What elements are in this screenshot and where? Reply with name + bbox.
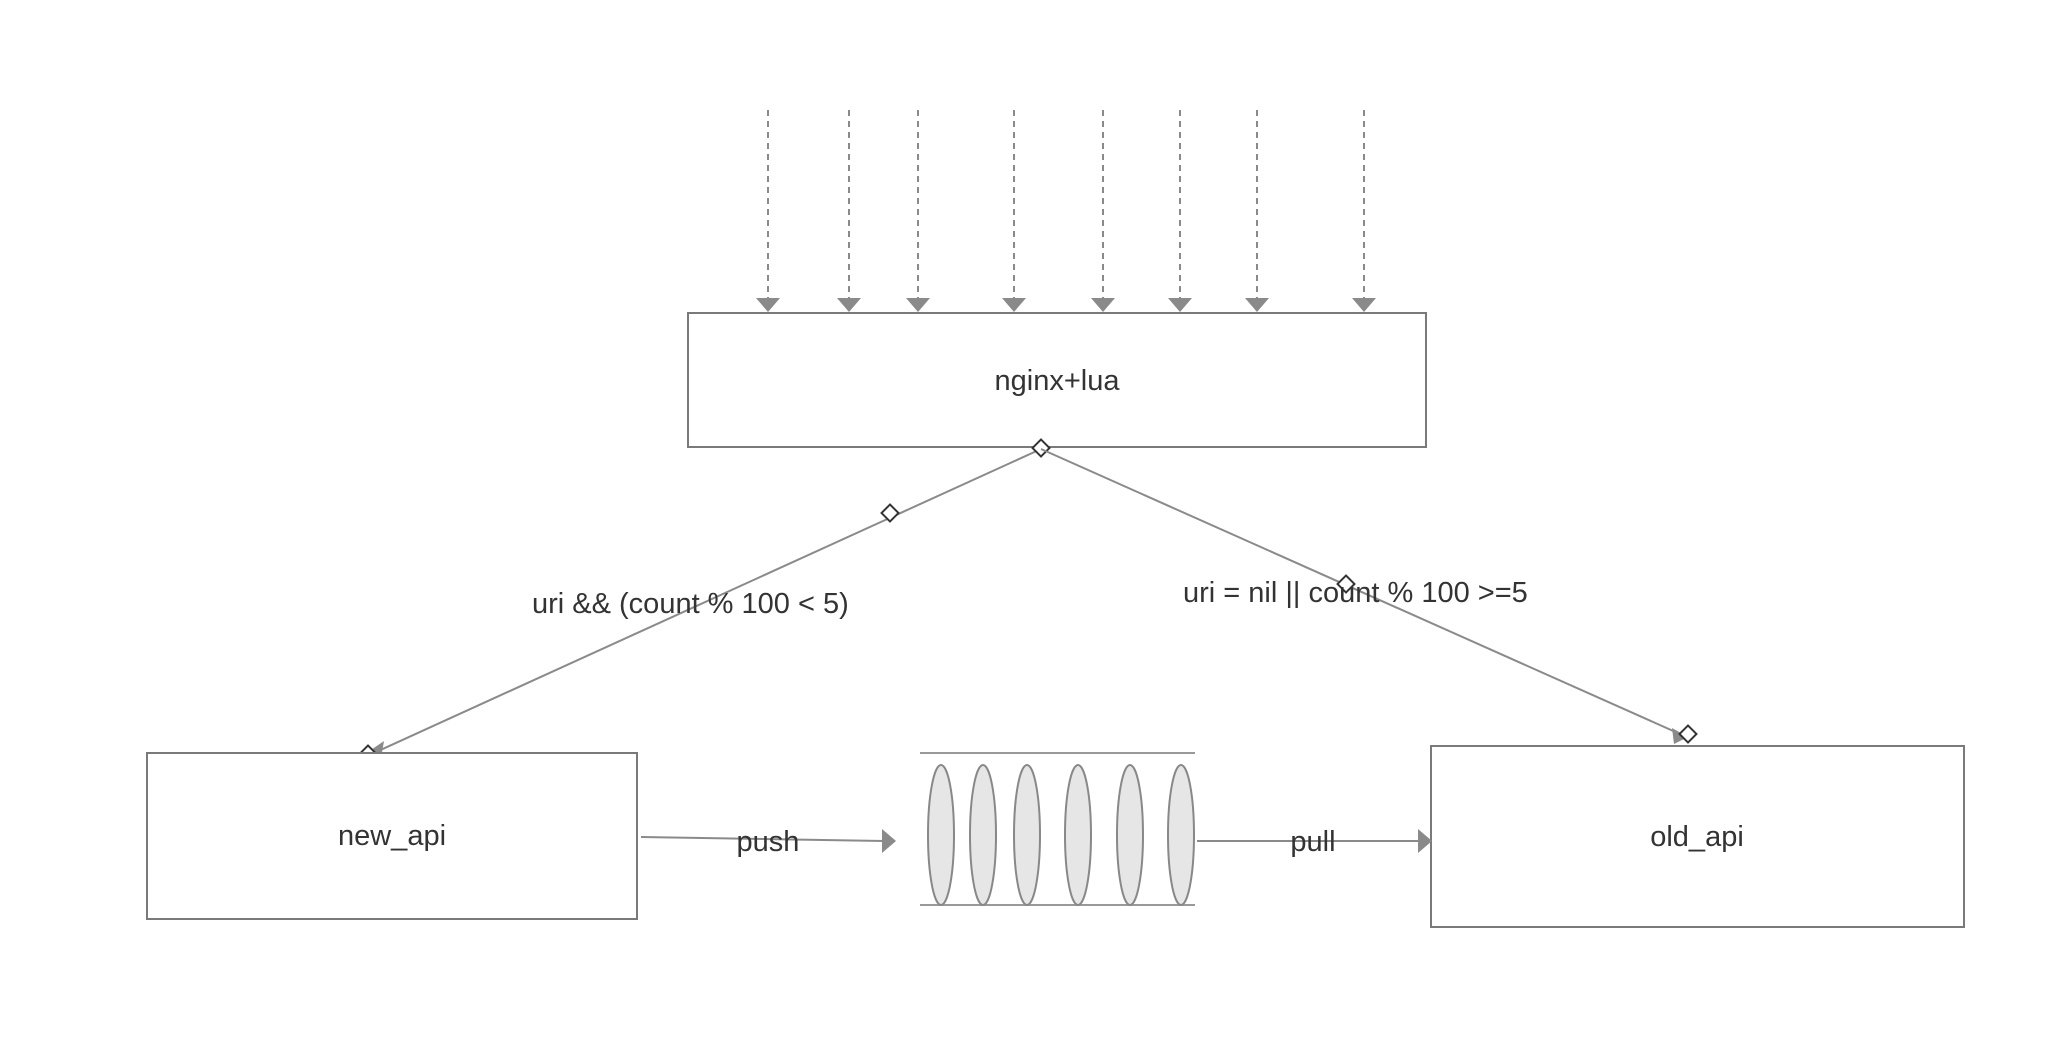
incoming-arrow-3 (906, 110, 930, 312)
incoming-arrow-8 (1352, 110, 1376, 312)
edge-to-new-api (358, 438, 1051, 764)
old-api-label: old_api (1650, 821, 1744, 853)
edge-to-old-api (1040, 448, 1698, 744)
message-queue[interactable] (920, 752, 1195, 906)
push-edge (640, 829, 896, 853)
queue-slot (969, 764, 997, 906)
edge-label-to-old-api: uri = nil || count % 100 >=5 (1183, 577, 1528, 609)
incoming-requests (756, 110, 1376, 312)
queue-slot (1167, 764, 1195, 906)
queue-slot (927, 764, 955, 906)
queue-slot (1064, 764, 1092, 906)
waypoint-handle[interactable] (880, 503, 900, 523)
new-api-label: new_api (338, 820, 446, 852)
incoming-arrow-7 (1245, 110, 1269, 312)
edge-label-to-new-api: uri && (count % 100 < 5) (532, 588, 849, 620)
incoming-arrow-4 (1002, 110, 1026, 312)
source-handle[interactable] (1031, 438, 1051, 458)
waypoint-handle[interactable] (1336, 574, 1356, 594)
incoming-arrow-5 (1091, 110, 1115, 312)
queue-slot (1013, 764, 1041, 906)
queue-slot (1116, 764, 1144, 906)
pull-label: pull (1290, 826, 1335, 858)
nginx-lua-node[interactable]: nginx+lua (687, 312, 1427, 448)
incoming-arrow-1 (756, 110, 780, 312)
incoming-arrow-6 (1168, 110, 1192, 312)
push-label: push (737, 826, 800, 858)
old-api-node[interactable]: old_api (1430, 745, 1965, 928)
incoming-arrow-2 (837, 110, 861, 312)
pull-edge (1197, 829, 1432, 853)
nginx-lua-label: nginx+lua (995, 365, 1121, 397)
target-handle[interactable] (1678, 724, 1698, 744)
new-api-node[interactable]: new_api (146, 752, 638, 920)
